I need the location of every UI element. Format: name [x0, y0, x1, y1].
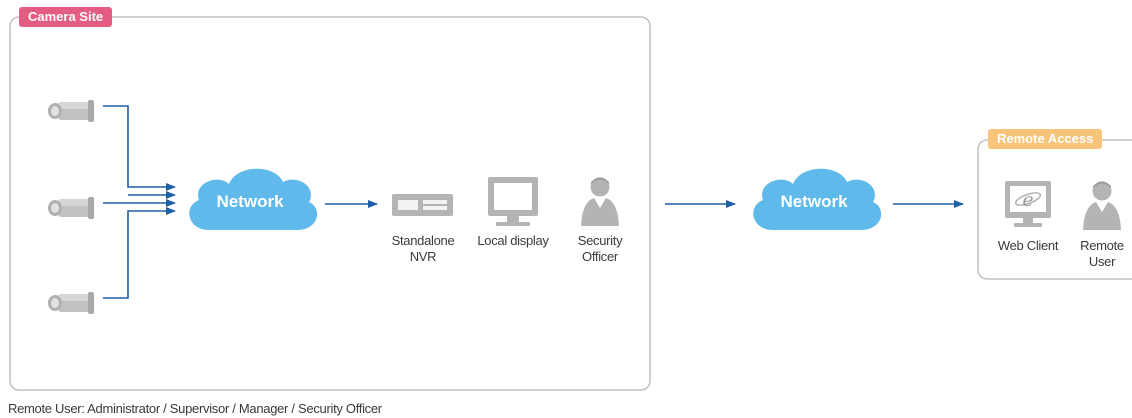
camera-3-connector: [103, 207, 176, 299]
remote-user-label-line1: Remote: [1080, 238, 1124, 253]
security-officer-label-line2: Officer: [582, 249, 618, 264]
web-client-label: Web Client: [997, 238, 1059, 253]
network-left-label: Network: [216, 192, 284, 211]
network-right-label: Network: [780, 192, 848, 211]
nvr-label: Standalone NVR: [373, 233, 473, 265]
nvr-icon: [392, 194, 453, 216]
remote-access-tag: Remote Access: [988, 129, 1103, 149]
monitor-icon: [488, 177, 538, 226]
web-client-icon: [1005, 181, 1051, 227]
remote-user-label-line2: User: [1088, 254, 1116, 269]
security-officer-label-line1: Security: [577, 233, 623, 248]
nvr-label-line1: Standalone: [391, 233, 455, 248]
camera-icon-1: [48, 100, 94, 122]
remote-user-label: Remote User: [1071, 238, 1132, 270]
camera-site-tag: Camera Site: [19, 7, 113, 27]
diagram-caption: Remote User: Administrator / Supervisor …: [8, 401, 382, 416]
camera-icon-2: [48, 197, 94, 219]
camera-1-connector: [103, 105, 176, 191]
local-display-label: Local display: [477, 233, 549, 248]
web-client-glyph: e: [1022, 189, 1033, 211]
camera-icon-3: [48, 292, 94, 314]
security-officer-label: Security Officer: [556, 233, 644, 265]
nvr-label-line2: NVR: [409, 249, 437, 264]
